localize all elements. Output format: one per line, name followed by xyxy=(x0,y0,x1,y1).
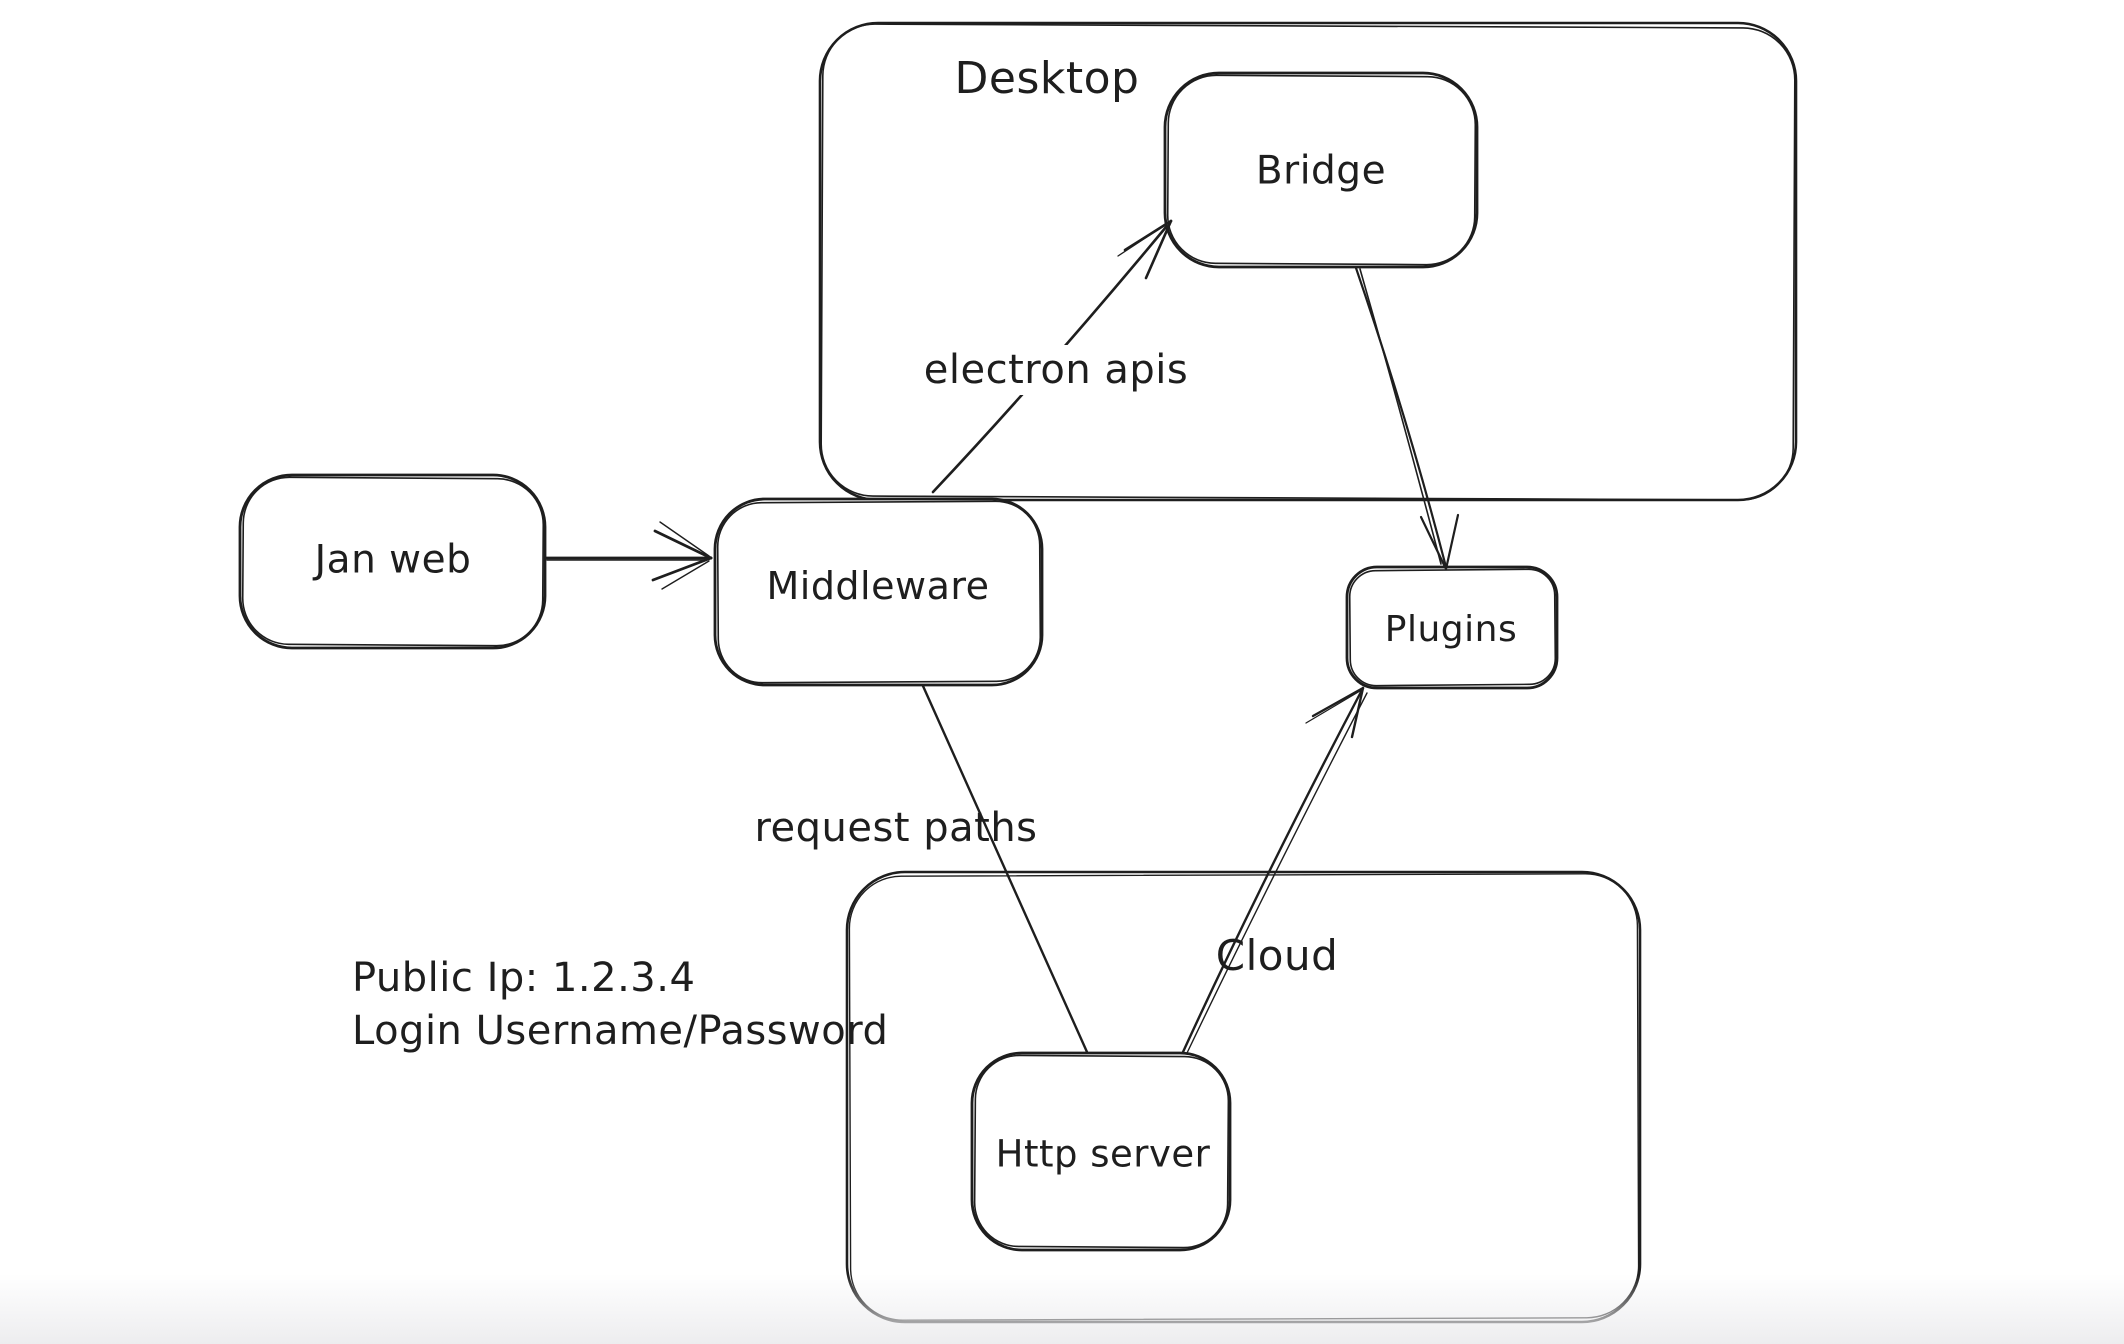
node-janweb-outline[interactable] xyxy=(238,473,547,650)
arrow-bridge-to-plugins-stroke2 xyxy=(1359,268,1442,565)
node-bridge-label[interactable]: Bridge xyxy=(1255,148,1387,194)
node-httpserver-outline[interactable] xyxy=(970,1051,1232,1252)
node-janweb-label[interactable]: Jan web xyxy=(314,537,472,583)
node-bridge-outline[interactable] xyxy=(1163,71,1479,269)
arrow-httpserver-to-plugins xyxy=(1181,686,1365,1054)
arrowhead-into-middleware xyxy=(651,521,713,590)
edge-label-electron-apis[interactable]: electron apis xyxy=(913,345,1199,395)
cloud-notes[interactable]: Public Ip: 1.2.3.4 Login Username/Passwo… xyxy=(352,952,888,1058)
edge-label-request-paths[interactable]: request paths xyxy=(754,805,1038,851)
arrowhead-into-plugins-top xyxy=(1419,513,1460,571)
node-plugins-outline[interactable] xyxy=(1345,565,1559,690)
container-desktop-label[interactable]: Desktop xyxy=(954,52,1140,104)
arrowhead-into-plugins-bottom xyxy=(1305,686,1365,739)
node-middleware-label[interactable]: Middleware xyxy=(766,564,990,609)
container-cloud-label[interactable]: Cloud xyxy=(1215,930,1339,980)
node-middleware-outline[interactable] xyxy=(713,497,1044,687)
arrow-httpserver-to-plugins-stroke2 xyxy=(1186,692,1368,1054)
note-login: Login Username/Password xyxy=(352,1008,889,1054)
line-middleware-to-httpserver xyxy=(921,684,1089,1054)
node-httpserver-label[interactable]: Http server xyxy=(995,1132,1211,1176)
note-public-ip: Public Ip: 1.2.3.4 xyxy=(352,955,696,1001)
arrowhead-into-bridge xyxy=(1117,219,1173,280)
arrow-bridge-to-plugins xyxy=(1354,266,1448,569)
node-plugins-label[interactable]: Plugins xyxy=(1384,609,1518,651)
